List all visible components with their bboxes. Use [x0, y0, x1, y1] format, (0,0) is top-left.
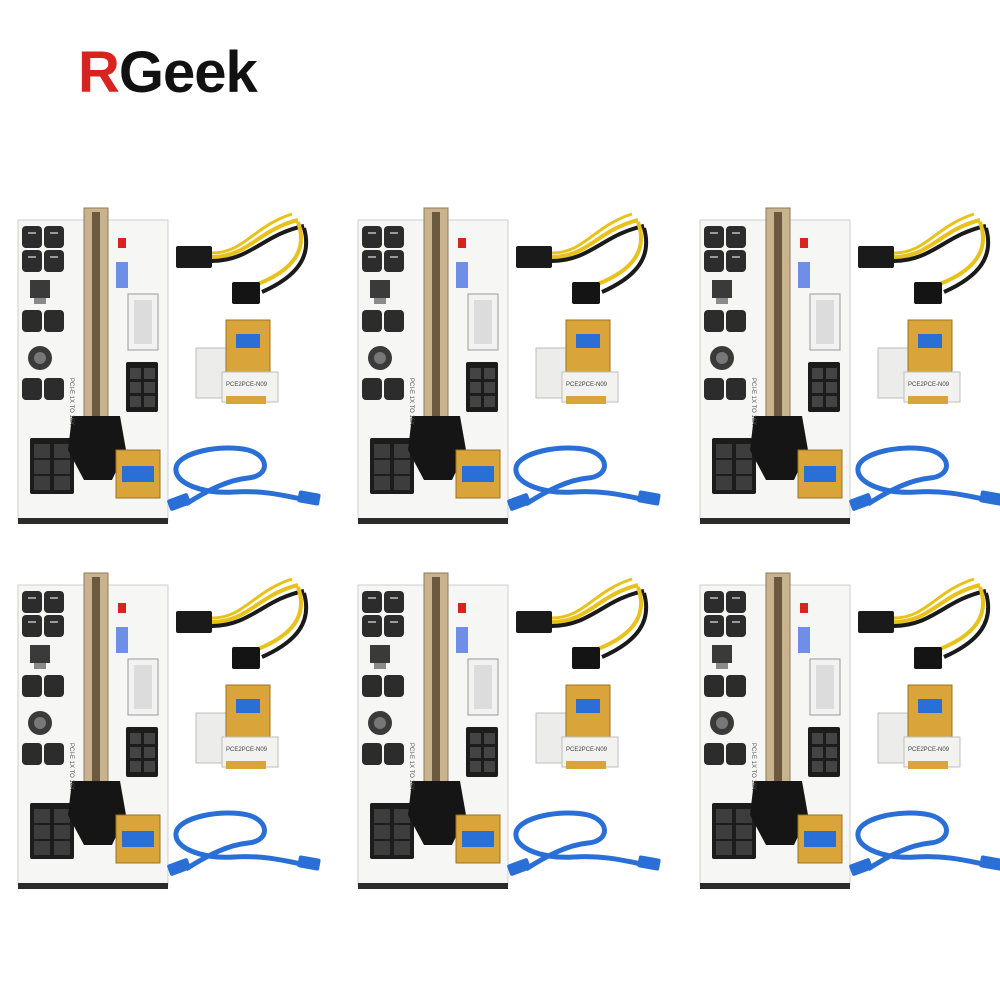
svg-text:PCI-E 1X TO 16X: PCI-E 1X TO 16X — [68, 743, 74, 790]
sata-power-cable — [516, 212, 649, 304]
brand-logo-rest: Geek — [118, 40, 258, 105]
svg-text:PCE2PCE-N09: PCE2PCE-N09 — [226, 747, 268, 753]
riser-kit-6: PCI-E 1X TO 16X PCE2PCE-N09 — [690, 565, 1000, 895]
brand-logo: RGeek — [78, 44, 258, 102]
riser-board: PCI-E 1X TO 16X — [17, 207, 169, 524]
usb3-cable — [849, 810, 1000, 876]
pcie-x1-adapter: PCE2PCE-N09 — [535, 684, 619, 769]
usb3-cable — [167, 445, 321, 511]
svg-text:PCI-E 1X TO 16X: PCI-E 1X TO 16X — [68, 378, 74, 425]
pcie-x1-adapter: PCE2PCE-N09 — [877, 684, 961, 769]
svg-text:PCI-E 1X TO 16X: PCI-E 1X TO 16X — [408, 378, 414, 425]
riser-board: PCI-E 1X TO 16X — [17, 572, 169, 889]
riser-kit-5: PCI-E 1X TO 16X PCE2PCE-N09 — [348, 565, 668, 895]
svg-text:PCI-E 1X TO 16X: PCI-E 1X TO 16X — [408, 743, 414, 790]
riser-kit-2: PCI-E 1X TO 16X PCE2PCE-N09 — [348, 200, 668, 530]
usb3-cable — [507, 445, 661, 511]
svg-text:PCE2PCE-N09: PCE2PCE-N09 — [908, 382, 950, 388]
usb3-cable — [167, 810, 321, 876]
riser-kit-3: PCI-E 1X TO 16X PCE2PCE-N09 — [690, 200, 1000, 530]
sata-power-cable — [176, 577, 309, 669]
svg-text:PCI-E 1X TO 16X: PCI-E 1X TO 16X — [750, 743, 756, 790]
riser-kit-4: PCI-E 1X TO 16X PCE2PCE-N09 — [8, 565, 328, 895]
pcie-x1-adapter: PCE2PCE-N09 — [877, 319, 961, 404]
pcie-x1-adapter: PCE2PCE-N09 — [195, 684, 279, 769]
usb3-cable — [507, 810, 661, 876]
sata-power-cable — [176, 212, 309, 304]
riser-board: PCI-E 1X TO 16X — [699, 207, 851, 524]
svg-text:PCE2PCE-N09: PCE2PCE-N09 — [226, 382, 268, 388]
svg-text:PCE2PCE-N09: PCE2PCE-N09 — [566, 747, 608, 753]
sata-power-cable — [858, 577, 991, 669]
brand-logo-initial: R — [78, 40, 120, 105]
riser-board: PCI-E 1X TO 16X — [357, 207, 509, 524]
riser-kit-1: PCI-E 1X TO 16X PCE2PCE-N09 — [8, 200, 328, 530]
pcie-x1-adapter: PCE2PCE-N09 — [535, 319, 619, 404]
sata-power-cable — [858, 212, 991, 304]
pcie-x1-adapter: PCE2PCE-N09 — [195, 319, 279, 404]
riser-board: PCI-E 1X TO 16X — [357, 572, 509, 889]
svg-text:PCE2PCE-N09: PCE2PCE-N09 — [908, 747, 950, 753]
usb3-cable — [849, 445, 1000, 511]
riser-board: PCI-E 1X TO 16X — [699, 572, 851, 889]
sata-power-cable — [516, 577, 649, 669]
svg-text:PCI-E 1X TO 16X: PCI-E 1X TO 16X — [750, 378, 756, 425]
svg-text:PCE2PCE-N09: PCE2PCE-N09 — [566, 382, 608, 388]
